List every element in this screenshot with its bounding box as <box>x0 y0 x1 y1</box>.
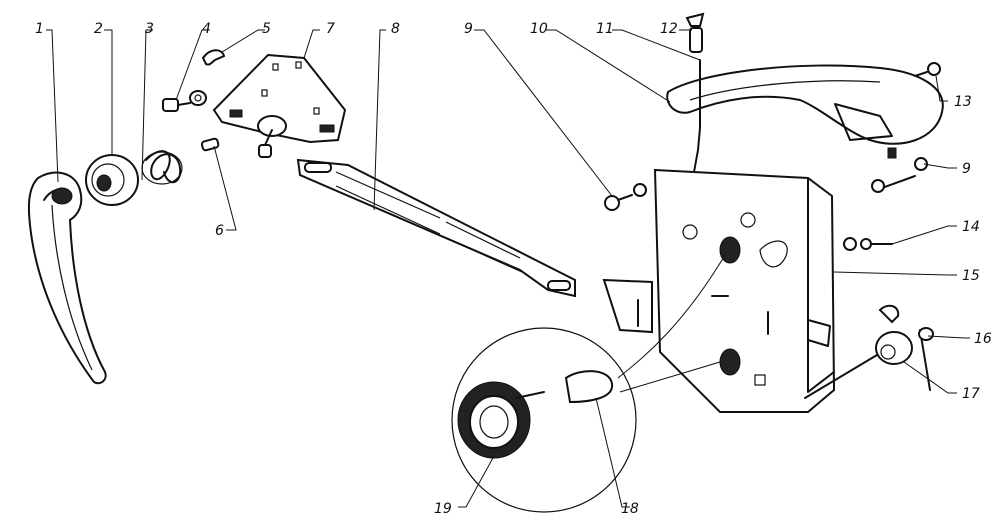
coil-spring <box>141 150 183 185</box>
label-10: 10 <box>530 21 548 37</box>
label-17: 17 <box>962 386 980 402</box>
label-7: 7 <box>326 21 335 37</box>
outside-handle <box>666 64 944 159</box>
leader-lines <box>46 29 970 508</box>
label-5: 5 <box>262 21 271 37</box>
rosette <box>85 154 139 206</box>
connecting-rod <box>296 158 576 298</box>
label-1: 1 <box>35 21 44 37</box>
label-19: 19 <box>434 501 452 517</box>
label-12: 12 <box>660 21 678 37</box>
screw-9-left <box>604 183 647 211</box>
screw-13 <box>914 62 941 77</box>
lock-rod <box>685 12 705 173</box>
part-labels: 1 2 3 4 5 6 7 8 9 10 11 12 13 9 14 15 16… <box>35 21 992 517</box>
screw-9-right <box>871 157 928 193</box>
lock-body <box>602 168 836 413</box>
label-15: 15 <box>962 268 980 284</box>
pin <box>200 137 220 152</box>
label-16: 16 <box>974 331 992 347</box>
label-11: 11 <box>596 21 614 37</box>
label-3: 3 <box>145 21 154 37</box>
label-9-right: 9 <box>962 161 971 177</box>
detail-circle <box>451 254 726 513</box>
label-8: 8 <box>391 21 400 37</box>
label-9-top: 9 <box>464 21 473 37</box>
label-13: 13 <box>954 94 972 110</box>
label-4: 4 <box>202 21 211 37</box>
label-14: 14 <box>962 219 980 235</box>
clip <box>201 49 226 66</box>
mounting-plate <box>212 53 347 158</box>
key-cylinder <box>804 304 934 399</box>
door-handle <box>27 171 107 385</box>
label-6: 6 <box>215 223 224 239</box>
screw-14 <box>843 237 893 251</box>
screw <box>162 90 207 112</box>
label-18: 18 <box>621 501 639 517</box>
label-2: 2 <box>94 21 103 37</box>
